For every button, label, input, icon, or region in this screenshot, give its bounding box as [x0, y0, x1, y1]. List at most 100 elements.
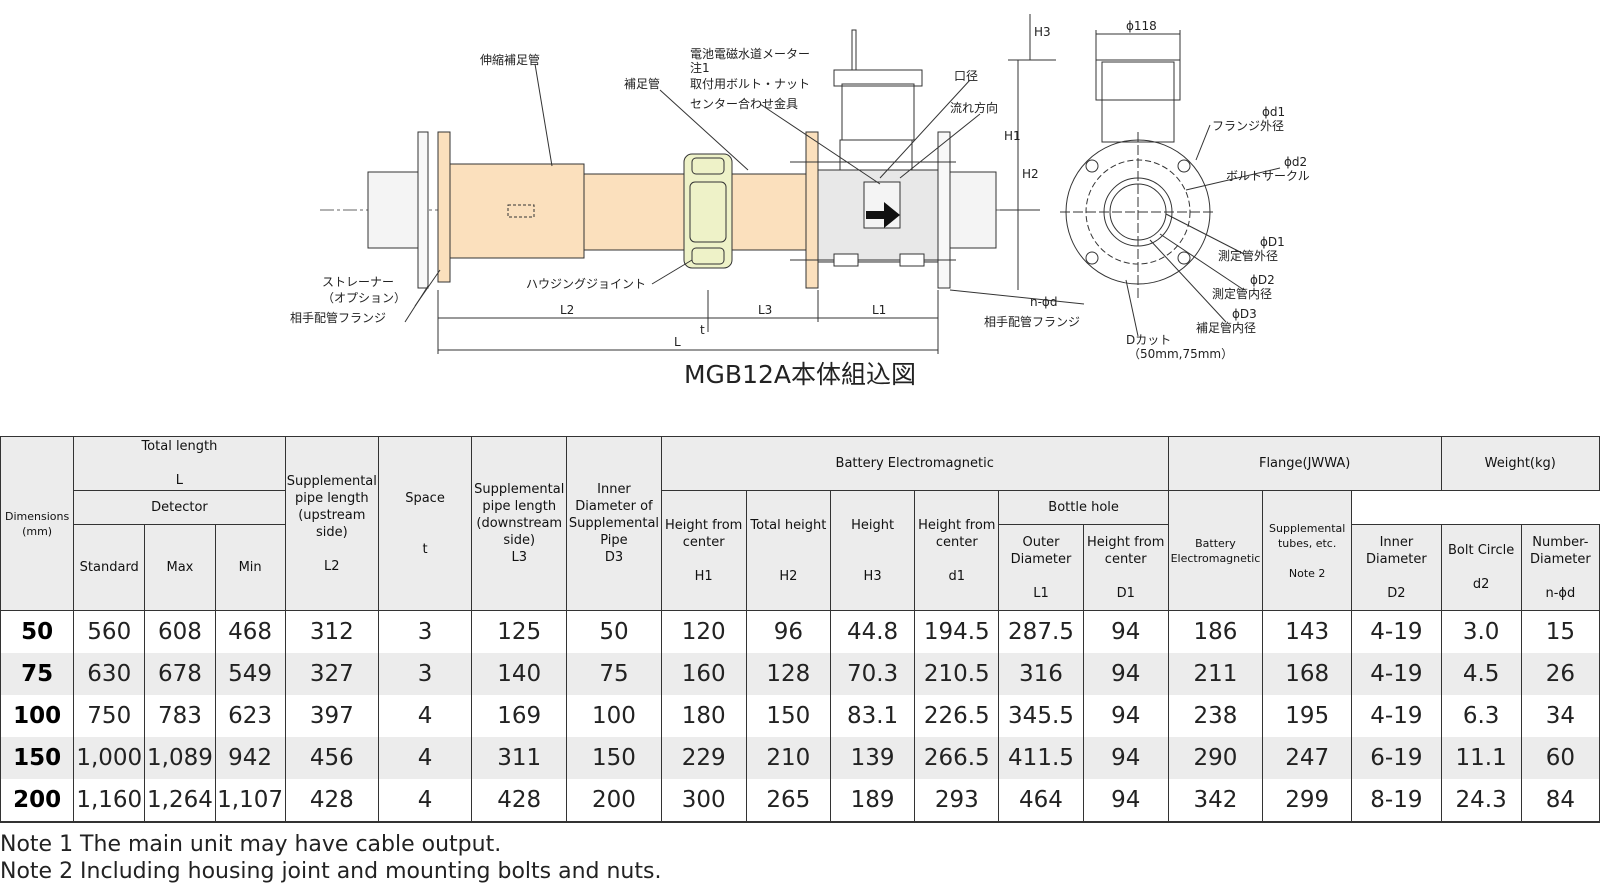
dim-t: t [700, 323, 705, 337]
table-cell: 608 [144, 610, 216, 653]
header-h3: Height H3 [829, 490, 916, 611]
table-cell: 200 [566, 779, 662, 823]
table-cell: 942 [214, 737, 286, 779]
table-cell: 75 [566, 653, 662, 695]
dim-l1: L1 [872, 303, 886, 317]
table-cell: 60 [1520, 737, 1600, 779]
header-outer-diameter: Outer Diameter L1 [998, 524, 1084, 611]
dim-phi118: ϕ118 [1126, 19, 1157, 33]
cell-dimension: 75 [0, 653, 75, 695]
cell-dimension: 50 [0, 610, 75, 653]
label-phi-D3: ϕD3 [1232, 307, 1257, 321]
header-bolt-circle: Bolt Circle d2 [1440, 524, 1522, 611]
table-cell: 3 [377, 653, 473, 695]
label-bolt-nut: 取付用ボルト・ナット [690, 77, 810, 91]
table-cell: 128 [745, 653, 831, 695]
table-cell: 100 [566, 695, 662, 737]
table-cell: 4 [377, 779, 473, 823]
label-mating-flange-left: 相手配管フランジ [290, 310, 386, 325]
notes: Note 1 The main unit may have cable outp… [0, 831, 661, 885]
table-cell: 94 [1082, 695, 1169, 737]
table-cell: 125 [471, 610, 568, 653]
table-cell: 44.8 [829, 610, 916, 653]
header-total-length: Total length L [73, 436, 286, 491]
table-cell: 750 [73, 695, 146, 737]
table-cell: 94 [1082, 653, 1169, 695]
table-cell: 8-19 [1351, 779, 1442, 823]
header-dimensions: Dimensions (mm) [0, 436, 75, 611]
table-row: 75 630 678 549 327 3 140 75 160 128 70.3… [0, 653, 1600, 695]
table-cell: 210 [745, 737, 831, 779]
table-cell: 4-19 [1351, 653, 1442, 695]
table-cell: 623 [214, 695, 286, 737]
table-cell: 311 [471, 737, 568, 779]
table-cell: 120 [660, 610, 747, 653]
header-d3: Inner Diameter of Supplemental Pipe D3 [566, 436, 662, 611]
label-expansion-pipe: 伸縮補足管 [480, 52, 540, 67]
header-weight: Weight(kg) [1440, 436, 1600, 491]
table-cell: 3.0 [1440, 610, 1522, 653]
table-cell: 300 [660, 779, 747, 823]
table-cell: 238 [1167, 695, 1264, 737]
table-cell: 783 [144, 695, 216, 737]
cell-dimension: 200 [0, 779, 75, 823]
table-cell: 186 [1167, 610, 1264, 653]
table-cell: 11.1 [1440, 737, 1522, 779]
header-space: Space t [377, 436, 473, 611]
table-cell: 226.5 [914, 695, 1000, 737]
label-note1: 注1 [690, 60, 710, 75]
table-cell: 96 [745, 610, 831, 653]
header-flange: Flange(JWWA) [1167, 436, 1442, 491]
label-flow-direction: 流れ方向 [950, 100, 998, 115]
header-detector: Detector [73, 490, 286, 525]
table-cell: 84 [1520, 779, 1600, 823]
spec-table: Dimensions (mm) Total length L Supplemen… [0, 436, 1600, 823]
label-supp-pipe: 補足管 [624, 76, 660, 91]
table-cell: 428 [284, 779, 379, 823]
table-cell: 50 [566, 610, 662, 653]
assembly-drawing: 伸縮補足管 電池電磁水道メーター 注1 取付用ボルト・ナット 補足管 センター合… [290, 14, 1310, 361]
table-cell: 468 [214, 610, 286, 653]
table-cell: 150 [745, 695, 831, 737]
header-battery-em: Battery Electromagnetic [660, 436, 1169, 491]
dim-h3: H3 [1034, 25, 1051, 39]
table-cell: 456 [284, 737, 379, 779]
table-cell: 290 [1167, 737, 1264, 779]
drawing-caption: MGB12A本体組込図 [683, 360, 916, 389]
table-cell: 6-19 [1351, 737, 1442, 779]
table-cell: 24.3 [1440, 779, 1522, 823]
header-bottle-hole: Bottle hole [998, 490, 1169, 525]
dim-l2: L2 [560, 303, 574, 317]
label-housing-joint: ハウジングジョイント [526, 277, 646, 291]
dim-h1: H1 [1004, 129, 1021, 143]
note-1: Note 1 The main unit may have cable outp… [0, 832, 502, 857]
cell-dimension: 100 [0, 695, 75, 737]
dim-l3: L3 [758, 303, 772, 317]
label-flange-od: フランジ外径 [1212, 119, 1284, 133]
label-n-phi-d: n-ϕd [1030, 295, 1057, 309]
label-option: （オプション） [322, 291, 406, 305]
header-weight-supp: Supplemental tubes, etc. Note 2 [1262, 490, 1353, 611]
header-standard: Standard [73, 524, 146, 611]
header-h2: Total height H2 [745, 490, 831, 611]
table-cell: 397 [284, 695, 379, 737]
table-cell: 94 [1082, 779, 1169, 823]
dim-l: L [674, 335, 681, 349]
table-cell: 94 [1082, 737, 1169, 779]
table-cell: 34 [1520, 695, 1600, 737]
table-cell: 312 [284, 610, 379, 653]
label-mating-flange-right: 相手配管フランジ [984, 314, 1080, 329]
label-d-cut: Dカット [1126, 333, 1171, 347]
table-cell: 4-19 [1351, 610, 1442, 653]
table-cell: 1,160 [73, 779, 146, 823]
label-bolt-circle: ボルトサークル [1226, 169, 1310, 183]
table-cell: 327 [284, 653, 379, 695]
table-cell: 139 [829, 737, 916, 779]
table-cell: 168 [1262, 653, 1353, 695]
dim-h2: H2 [1022, 167, 1039, 181]
table-cell: 229 [660, 737, 747, 779]
table-cell: 189 [829, 779, 916, 823]
label-meter: 電池電磁水道メーター [690, 46, 810, 61]
table-cell: 630 [73, 653, 146, 695]
table-cell: 180 [660, 695, 747, 737]
